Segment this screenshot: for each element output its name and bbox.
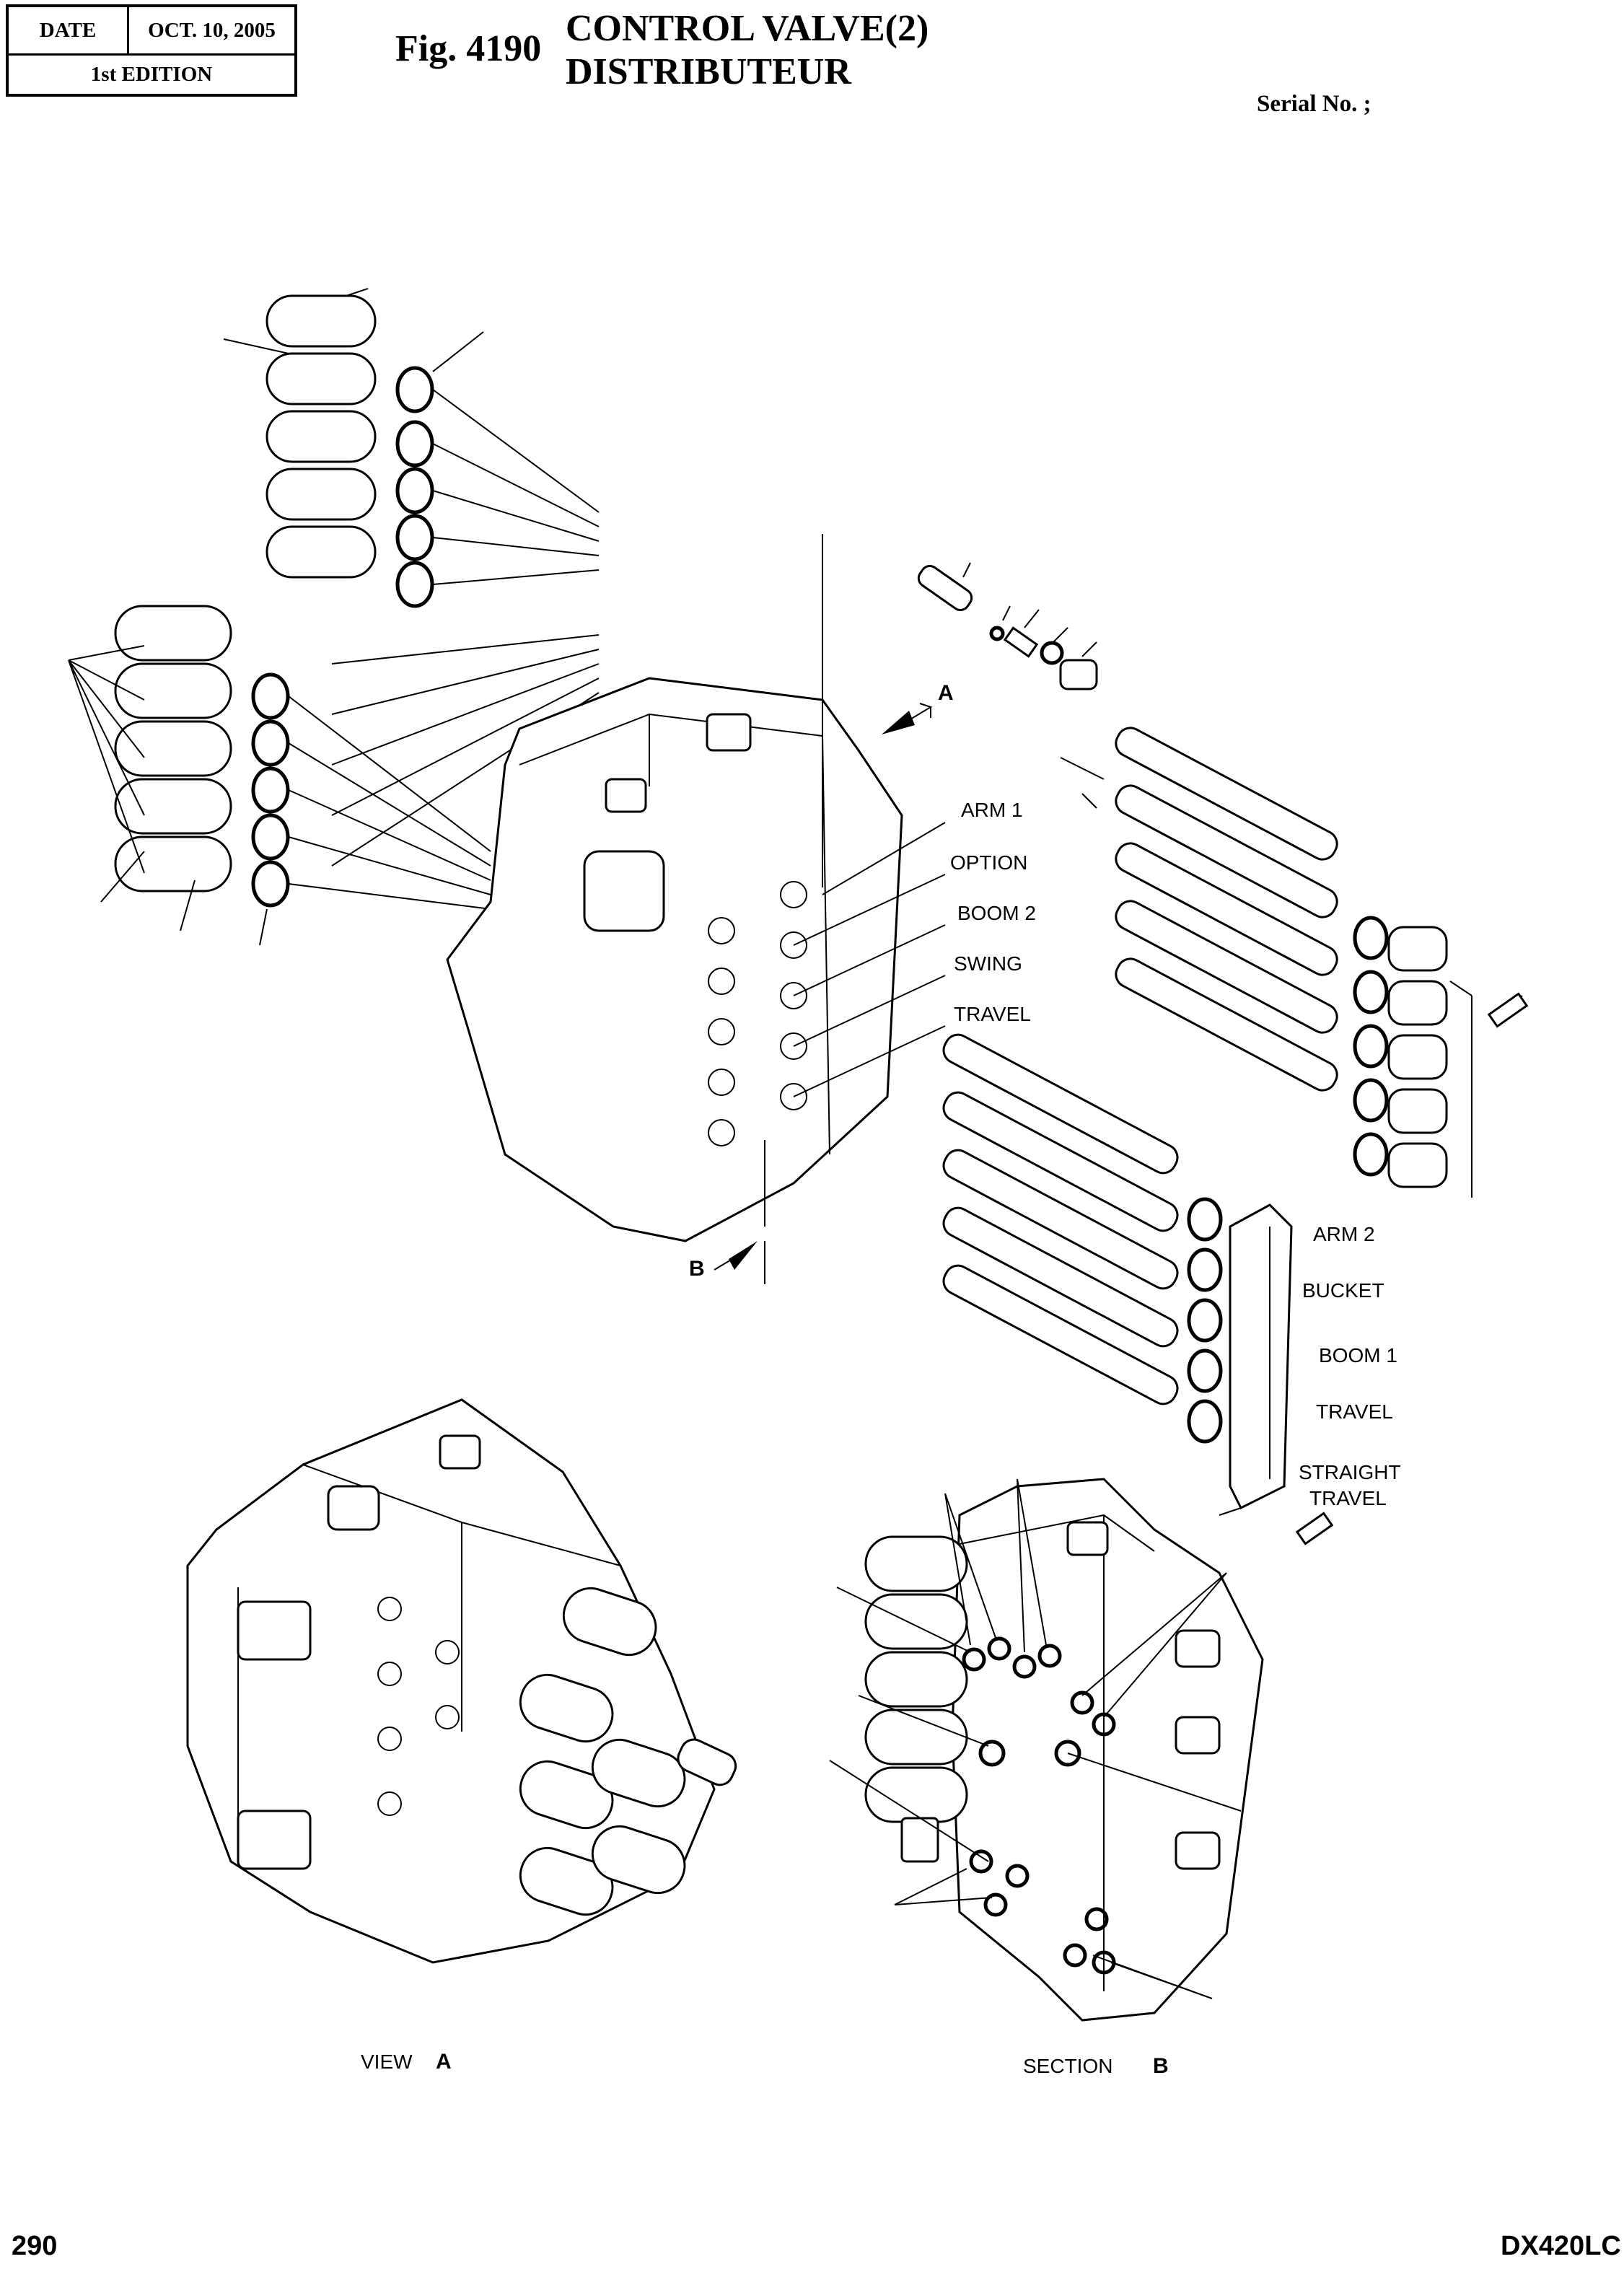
assembly-leader-lines (288, 389, 600, 910)
spool-label-straight: STRAIGHT (1299, 1461, 1401, 1483)
arrow-b: B (689, 1241, 758, 1281)
section-b-letter: B (1153, 2054, 1169, 2078)
section-b-caption: SECTION (1023, 2055, 1112, 2077)
spool-label-arm2: ARM 2 (1313, 1223, 1375, 1245)
figure-subtitle: DISTRIBUTEUR (566, 51, 851, 92)
date-value: OCT. 10, 2005 (148, 18, 276, 42)
view-a-letter: A (436, 2050, 452, 2074)
upper-pilot-cap-group (223, 288, 484, 608)
view-a-caption: VIEW (361, 2050, 413, 2073)
spool-label-swing: SWING (954, 952, 1022, 975)
date-row: DATE OCT. 10, 2005 (9, 7, 294, 56)
spool-label-straight-travel: TRAVEL (1309, 1487, 1387, 1509)
edition-label: 1st EDITION (90, 63, 213, 86)
pilot-cap-left (114, 605, 232, 892)
svg-text:B: B (689, 1257, 705, 1281)
lower-spool-labels: ARM 2 BUCKET BOOM 1 TRAVEL STRAIGHT TRAV… (1219, 1223, 1401, 1545)
figure-number: Fig. 4190 (395, 28, 542, 69)
model-number: DX420LC (1501, 2231, 1621, 2261)
spool-label-travel-lower: TRAVEL (1316, 1400, 1393, 1423)
spool-label-boom1: BOOM 1 (1319, 1344, 1397, 1367)
upper-spool-group (1060, 727, 1529, 1198)
upper-spool-labels: ARM 1 OPTION BOOM 2 SWING TRAVEL (793, 799, 1036, 1097)
spool-lower (942, 1033, 1179, 1405)
relief-valve-parts (917, 562, 1098, 690)
spool-label-travel: TRAVEL (954, 1003, 1031, 1025)
section-b-assembly (829, 1478, 1264, 2022)
pilot-cap-upper (265, 294, 377, 579)
arrow-a: A (882, 681, 954, 734)
seal-ring-upper-spool (1353, 916, 1389, 1177)
spool-upper (1115, 727, 1338, 1092)
left-pilot-cap-group (68, 605, 290, 946)
main-valve-block (446, 534, 903, 1284)
svg-text:A: A (938, 681, 954, 705)
seal-ring-lower-spool (1187, 1197, 1223, 1444)
lower-spool-group (942, 1033, 1293, 1510)
spool-label-arm1: ARM 1 (961, 799, 1023, 821)
serial-number: Serial No. ; (1257, 91, 1371, 117)
page-number: 290 (12, 2231, 58, 2261)
spring-cap-upper (1387, 926, 1448, 1188)
figure-title: CONTROL VALVE(2) (566, 8, 929, 49)
view-a-assembly (186, 1398, 737, 1964)
seal-ring-upper (395, 366, 434, 608)
date-label: DATE (9, 7, 129, 53)
edition-box: DATE OCT. 10, 2005 1st EDITION (6, 4, 297, 97)
seal-ring-left (251, 672, 290, 908)
spool-label-bucket: BUCKET (1302, 1279, 1384, 1302)
spool-label-boom2: BOOM 2 (957, 902, 1036, 924)
spool-label-option: OPTION (950, 851, 1027, 874)
